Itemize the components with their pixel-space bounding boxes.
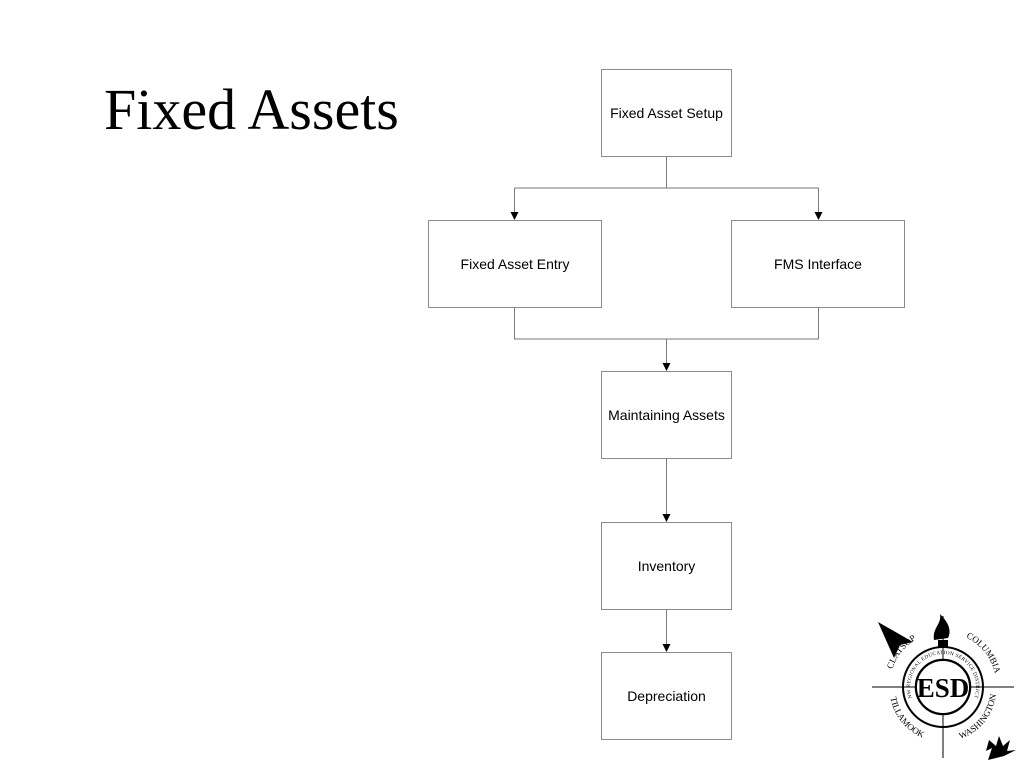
logo-initials: ESD bbox=[917, 673, 970, 703]
node-label: Depreciation bbox=[627, 687, 706, 704]
node-fixed-asset-setup: Fixed Asset Setup bbox=[601, 69, 732, 157]
compass-pointer-icon bbox=[878, 622, 913, 658]
node-fms-interface: FMS Interface bbox=[731, 220, 905, 308]
node-maintaining-assets: Maintaining Assets bbox=[601, 371, 732, 459]
tree-icon bbox=[986, 736, 1016, 760]
node-label: Fixed Asset Setup bbox=[610, 104, 723, 121]
node-label: Inventory bbox=[637, 557, 696, 574]
node-inventory: Inventory bbox=[601, 522, 732, 610]
connector-merge bbox=[514, 308, 819, 340]
torch-icon bbox=[933, 614, 950, 648]
esd-logo: ESD NW REGIONAL EDUCATION SERVICE DISTRI… bbox=[872, 614, 1016, 760]
connector-setup-split bbox=[514, 157, 819, 189]
node-depreciation: Depreciation bbox=[601, 652, 732, 740]
node-fixed-asset-entry: Fixed Asset Entry bbox=[428, 220, 602, 308]
node-label: Fixed Asset Entry bbox=[460, 255, 570, 272]
node-label: FMS Interface bbox=[774, 255, 862, 272]
node-label: Maintaining Assets bbox=[608, 406, 725, 423]
slide-title: Fixed Assets bbox=[104, 77, 399, 142]
